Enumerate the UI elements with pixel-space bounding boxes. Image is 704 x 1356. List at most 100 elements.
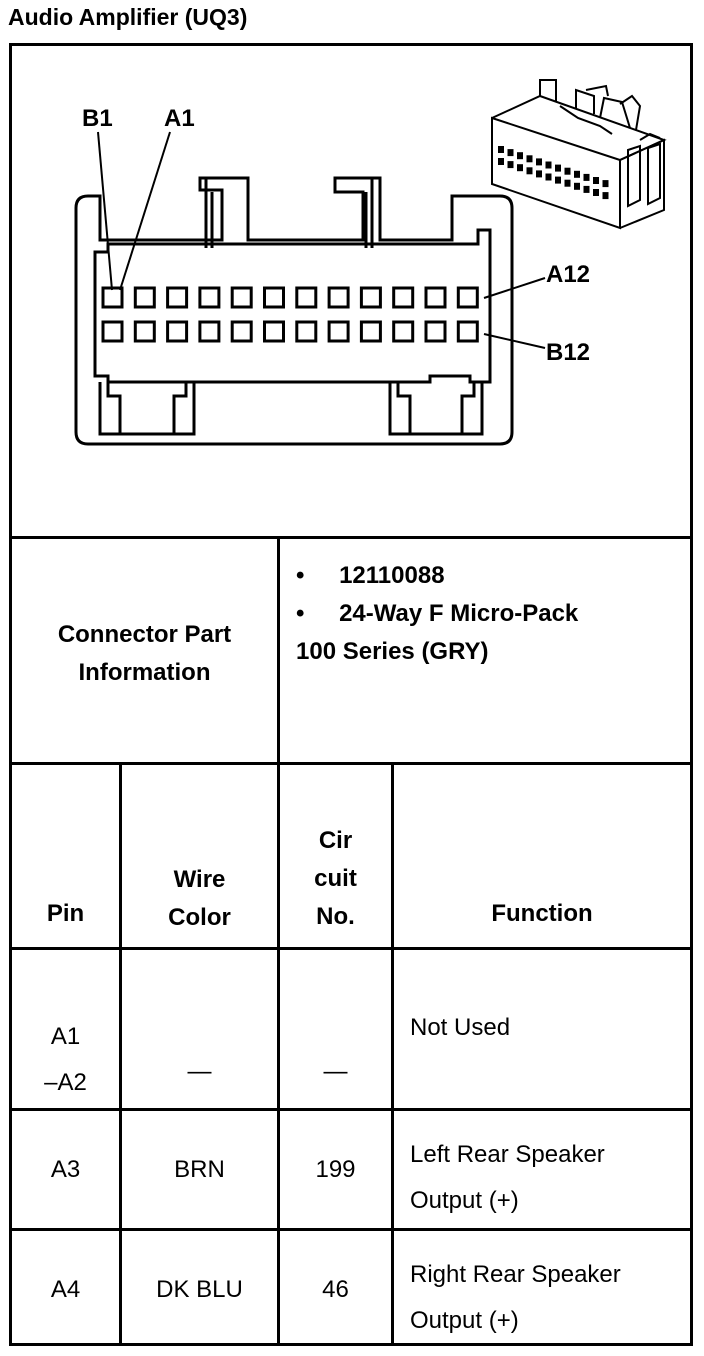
row3-function-line2: Output (+): [410, 1307, 519, 1334]
pin-cavity-3d: [536, 158, 542, 166]
pin-cavity-3d: [507, 161, 514, 169]
header-wire-color-line1: Wire: [173, 866, 226, 893]
pin-cavity-3d: [593, 177, 599, 184]
divider-pin-col: [119, 762, 122, 1346]
table-row-2-wire-color: BRN: [174, 1156, 225, 1183]
page-title: Audio Amplifier (UQ3): [8, 4, 248, 30]
pin-cavity: [327, 320, 350, 343]
pin-cavity: [359, 320, 382, 343]
connector-type: 24-Way F Micro-Pack: [339, 600, 579, 627]
pin-cavity: [392, 320, 415, 343]
header-circuit-line3: No.: [316, 903, 355, 930]
divider-info-bottom: [9, 762, 693, 765]
pin-cavity-3d: [602, 180, 609, 188]
pin-cavity: [424, 320, 447, 343]
pin-cavity-3d: [593, 189, 599, 196]
divider-row2-bottom: [9, 1228, 693, 1231]
table-row-1-circuit: —: [323, 1058, 348, 1085]
header-wire-color-line2: Color: [168, 904, 231, 931]
header-function: Function: [491, 900, 593, 927]
pin-cavity: [263, 286, 285, 309]
divider-circuit-col: [391, 762, 394, 1346]
pin-cavity: [133, 320, 156, 343]
label-b12: B12: [546, 339, 590, 366]
pin-cavity-3d: [545, 173, 552, 181]
document-frame: [9, 43, 693, 1346]
bullet-icon: •: [296, 562, 305, 589]
label-b1: B1: [82, 105, 113, 132]
pin-cavity-3d: [498, 158, 504, 165]
pin-cavity: [263, 320, 285, 343]
pin-cavity: [295, 286, 318, 309]
connector-info-label: Connector Part Information: [12, 616, 277, 692]
pin-cavity: [327, 286, 350, 309]
pin-cavity-3d: [536, 170, 542, 178]
pin-cavity: [424, 286, 447, 309]
row1-pin-line1: A1: [50, 1023, 81, 1050]
label-a1: A1: [164, 105, 195, 132]
header-pin: Pin: [46, 900, 85, 927]
bullet-icon: •: [296, 600, 305, 627]
pin-cavity: [456, 320, 479, 343]
pin-cavity: [359, 286, 382, 309]
pin-cavity-3d: [526, 155, 533, 163]
header-circuit-no: Cir cuit No.: [280, 822, 391, 936]
table-row-2-circuit: 199: [315, 1156, 356, 1183]
divider-row1-bottom: [9, 1108, 693, 1111]
table-row-3-function: Right Rear Speaker Output (+): [410, 1252, 621, 1344]
connector-type-bullet: • 24-Way F Micro-Pack: [296, 595, 578, 633]
pin-cavity: [198, 320, 221, 343]
pin-cavity-3d: [583, 185, 590, 193]
label-a12: A12: [546, 261, 590, 288]
pin-cavity-3d: [507, 149, 514, 157]
pin-cavity: [295, 320, 318, 343]
header-circuit-line2: cuit: [314, 865, 357, 892]
table-row-3-wire-color: DK BLU: [156, 1276, 243, 1303]
divider-diagram-bottom: [9, 536, 693, 539]
pin-cavity-3d: [574, 182, 580, 190]
pin-cavity: [392, 286, 415, 309]
table-row-2-function: Left Rear Speaker Output (+): [410, 1132, 605, 1224]
pin-cavity-3d: [574, 170, 580, 178]
table-row-3-circuit: 46: [322, 1276, 349, 1303]
pin-cavity-3d: [583, 173, 590, 181]
header-wire-color: Wire Color: [122, 861, 277, 937]
pin-cavity-3d: [564, 179, 571, 187]
connector-info-value: • 12110088 • 24-Way F Micro-Pack 100 Ser…: [296, 557, 578, 671]
pin-cavity: [166, 286, 189, 309]
divider-info-col: [277, 536, 280, 1346]
row2-function-line2: Output (+): [410, 1187, 519, 1214]
pin-cavity: [456, 286, 479, 309]
connector-info-label-line1: Connector Part: [57, 621, 232, 648]
pin-cavity-3d: [545, 161, 552, 169]
part-number: 12110088: [339, 562, 445, 589]
pin-cavity-3d: [517, 164, 523, 172]
connector-3d-illustration: [491, 79, 667, 230]
connector-info-label-line2: Information: [78, 659, 211, 686]
table-row-1-pin: A1 –A2: [12, 1014, 119, 1106]
pin-cavity: [166, 320, 189, 343]
table-row-1-function: Not Used: [410, 1014, 511, 1041]
pin-cavity-3d: [602, 192, 609, 200]
table-row-3-pin: A4: [50, 1276, 81, 1303]
pin-cavity: [230, 286, 253, 309]
row3-function-line1: Right Rear Speaker: [410, 1261, 621, 1288]
pin-cavity: [198, 286, 221, 309]
connector-series: 100 Series (GRY): [296, 638, 489, 665]
pin-cavity-3d: [526, 167, 533, 175]
row1-pin-line2: –A2: [44, 1069, 87, 1096]
pin-cavity: [101, 286, 124, 309]
pin-cavity: [101, 320, 124, 343]
table-row-2-pin: A3: [50, 1156, 81, 1183]
connector-diagram: B1 A1 A12 B12: [74, 79, 667, 446]
pin-cavity-3d: [555, 176, 561, 184]
pin-cavity-3d: [555, 164, 561, 172]
divider-header-bottom: [9, 947, 693, 950]
pin-cavity-3d: [498, 146, 504, 153]
header-circuit-line1: Cir: [318, 827, 353, 854]
row2-function-line1: Left Rear Speaker: [410, 1141, 605, 1168]
pin-cavity: [133, 286, 156, 309]
pin-cavity: [230, 320, 253, 343]
pin-cavity-3d: [517, 152, 523, 160]
pin-cavity-3d: [564, 167, 571, 175]
